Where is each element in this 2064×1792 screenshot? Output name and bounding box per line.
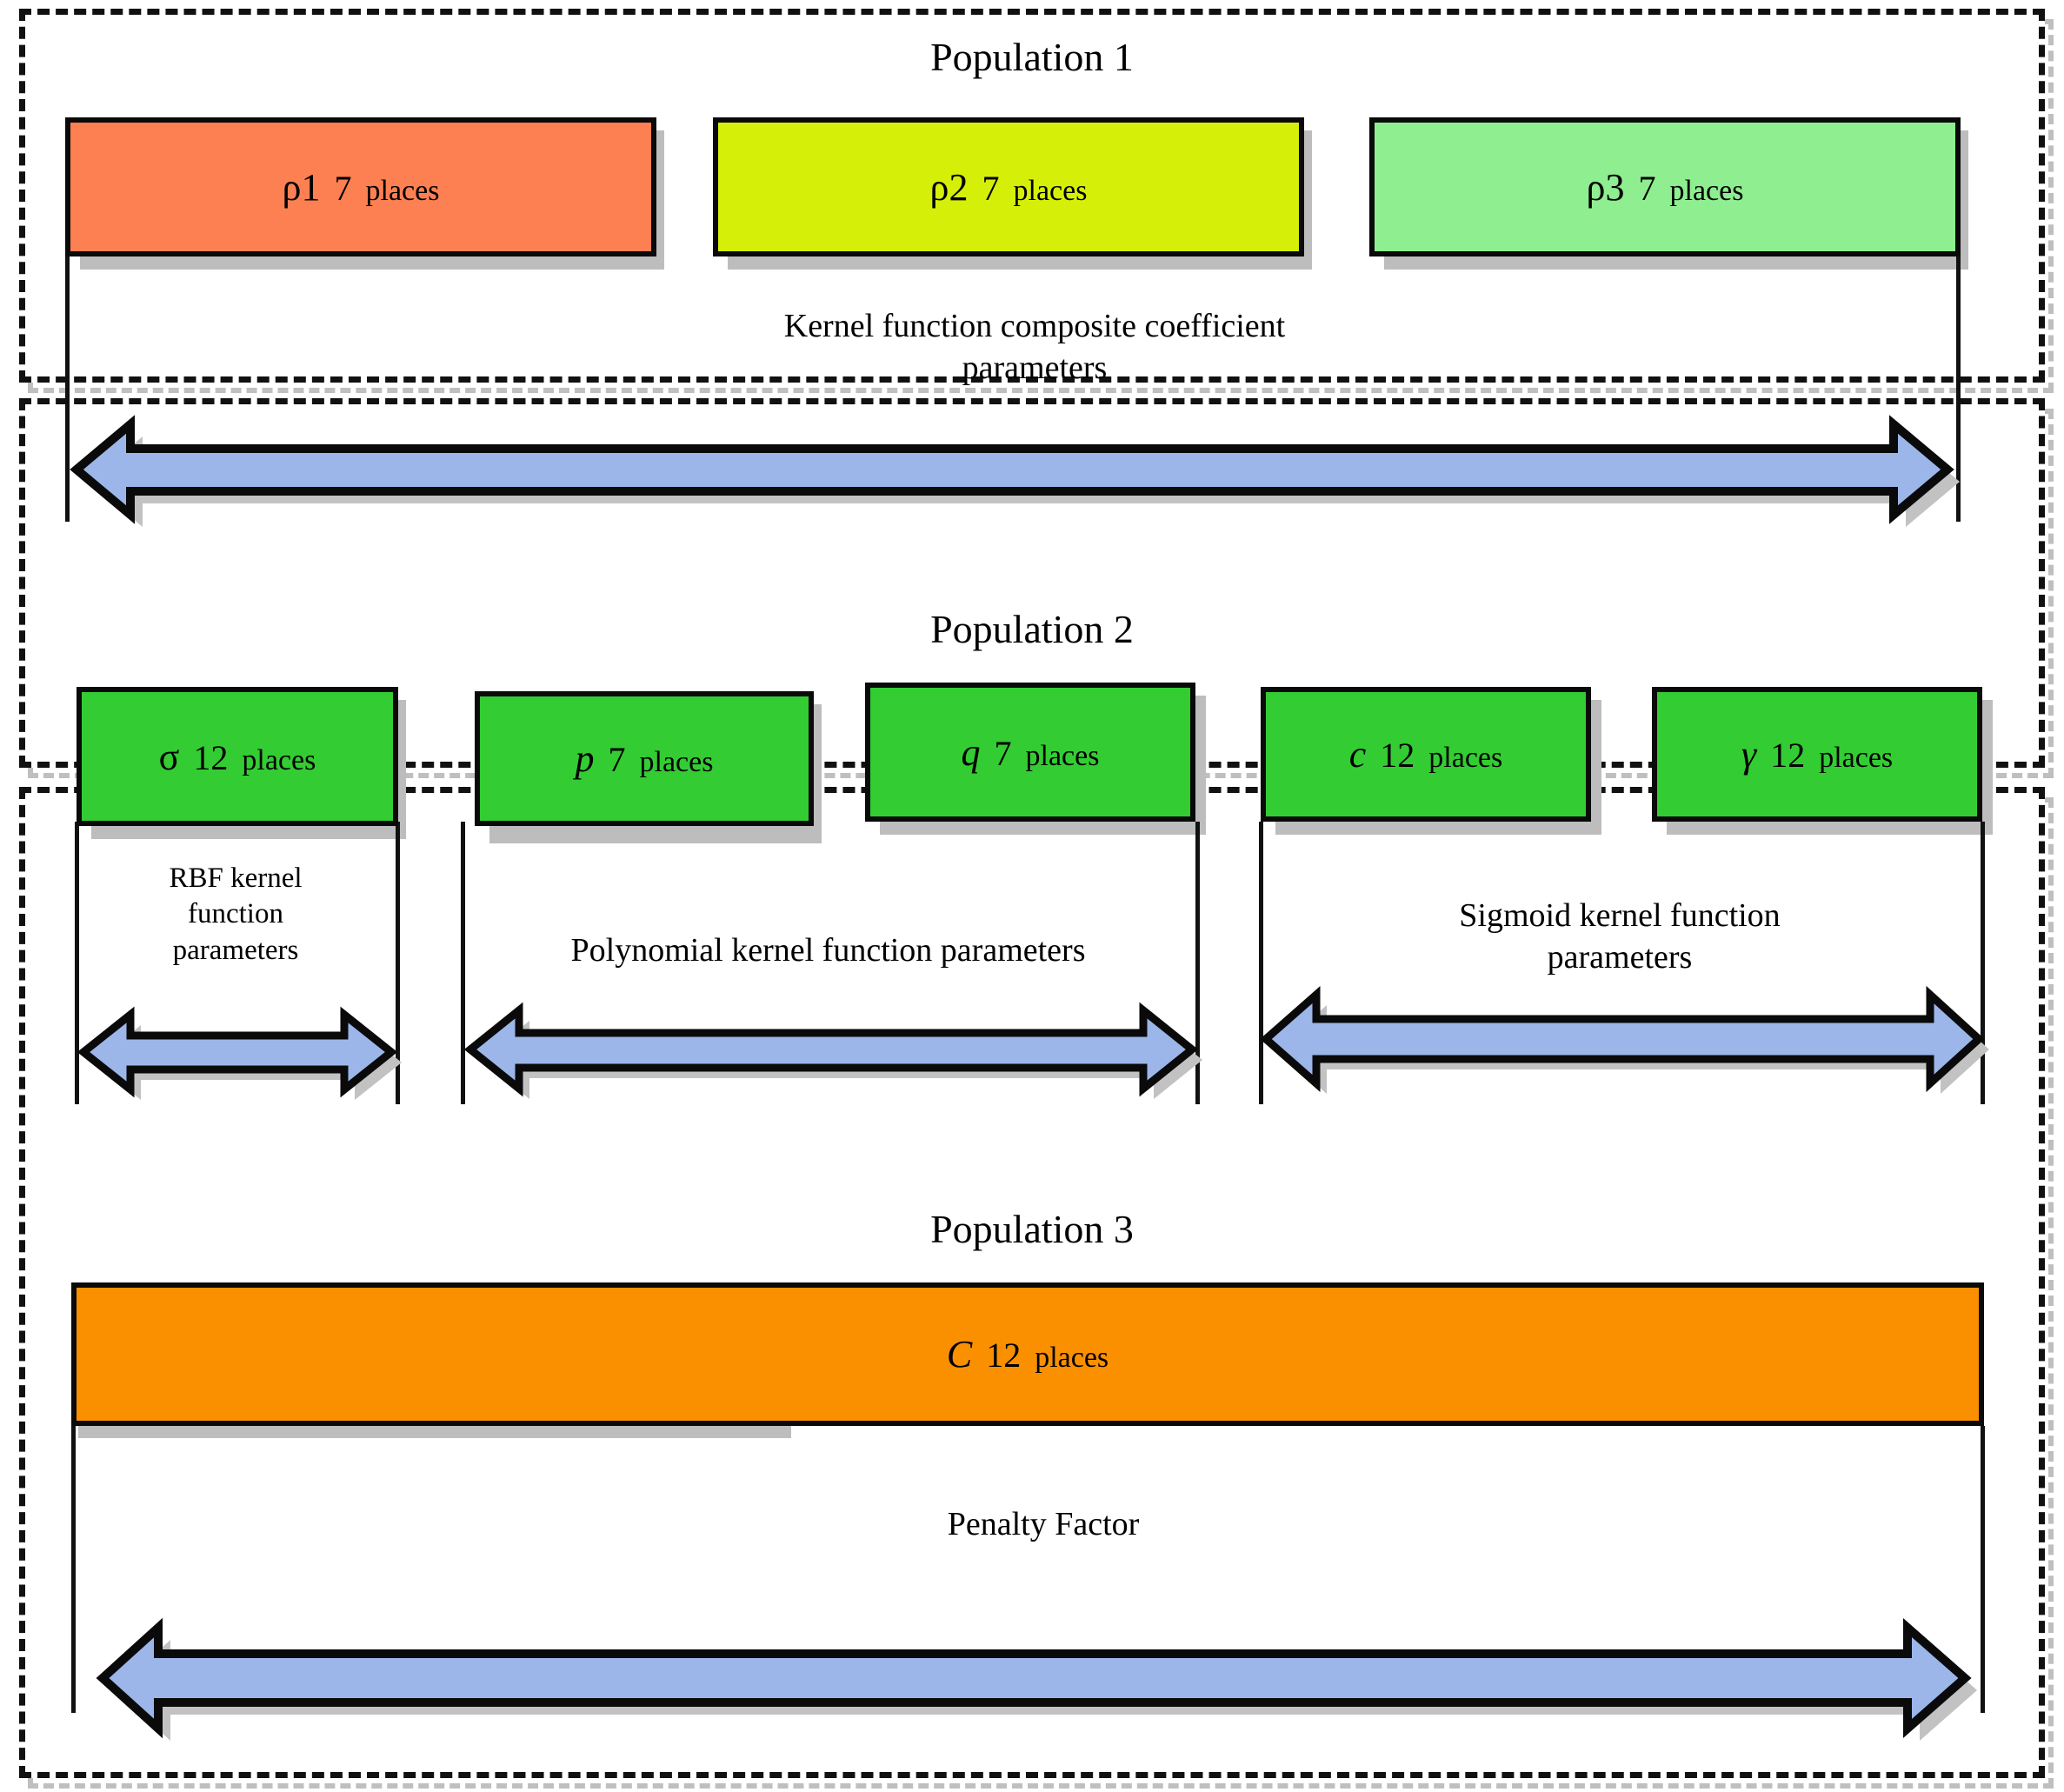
group-caption-kernel-composite: Kernel function composite coefficient pa… (556, 306, 1513, 389)
bracket-left-rbf (75, 822, 79, 1104)
gene-block-sigma: σ 12 places (77, 687, 398, 826)
span-arrow-polynomial (463, 1000, 1202, 1100)
span-arrow-rbf (77, 1004, 402, 1100)
bracket-right-p1 (1956, 256, 1961, 522)
block-shadow-penalty (78, 1426, 791, 1438)
group-caption-penalty-line1: Penalty Factor (947, 1506, 1140, 1542)
gene-block-penalty-c: C 12 places (71, 1282, 1984, 1426)
bracket-right-poly (1195, 822, 1200, 1104)
bracket-left-p1 (65, 256, 70, 522)
gene-block-q: q 7 places (865, 683, 1195, 822)
span-arrow-kernel-composite (68, 415, 1960, 527)
gene-block-rho2: ρ2 7 places (713, 117, 1304, 256)
span-arrow-penalty (96, 1617, 1977, 1741)
group-caption-rbf-line2: function (188, 898, 283, 930)
gene-block-gamma-label: γ 12 places (1741, 733, 1894, 776)
bracket-right-penalty (1981, 1426, 1985, 1713)
group-caption-polynomial-line1: Polynomial kernel function parameters (570, 932, 1086, 969)
group-caption-rbf-line3: parameters (172, 934, 299, 966)
gene-block-gamma: γ 12 places (1652, 687, 1982, 822)
gene-block-rho3: ρ3 7 places (1369, 117, 1961, 256)
bracket-left-sigmoid (1259, 822, 1263, 1104)
group-caption-sigmoid: Sigmoid kernel function parameters (1259, 896, 1981, 978)
gene-block-rho1: ρ1 7 places (65, 117, 656, 256)
group-caption-penalty: Penalty Factor (782, 1504, 1304, 1546)
gene-block-rho2-label: ρ2 7 places (929, 165, 1088, 209)
gene-block-rho1-label: ρ1 7 places (282, 165, 440, 209)
bracket-right-sigmoid (1981, 822, 1985, 1104)
gene-block-rho3-label: ρ3 7 places (1586, 165, 1744, 209)
gene-block-p-label: p 7 places (575, 737, 714, 780)
group-caption-sigmoid-line1: Sigmoid kernel function (1459, 897, 1781, 934)
span-arrow-sigmoid (1259, 983, 1989, 1096)
group-caption-kernel-composite-line1: Kernel function composite coefficient (783, 308, 1286, 344)
population-2-title: Population 2 (930, 607, 1134, 651)
gene-block-c: c 12 places (1261, 687, 1591, 822)
gene-block-q-label: q 7 places (961, 730, 1100, 774)
group-caption-polynomial: Polynomial kernel function parameters (461, 930, 1195, 972)
group-caption-rbf-line1: RBF kernel (169, 863, 303, 894)
group-caption-kernel-composite-line2: parameters (962, 349, 1108, 386)
gene-block-p: p 7 places (475, 691, 814, 826)
gene-block-c-label: c 12 places (1348, 733, 1503, 776)
bracket-left-poly (461, 822, 465, 1104)
gene-block-penalty-c-label: C 12 places (946, 1333, 1109, 1376)
gene-block-sigma-label: σ 12 places (158, 735, 316, 778)
bracket-right-rbf (396, 822, 400, 1104)
population-1-title: Population 1 (930, 35, 1134, 79)
population-3-title: Population 3 (930, 1207, 1134, 1251)
group-caption-sigmoid-line2: parameters (1547, 938, 1693, 976)
bracket-left-penalty (71, 1426, 76, 1713)
group-caption-rbf: RBF kernel function parameters (75, 861, 396, 969)
